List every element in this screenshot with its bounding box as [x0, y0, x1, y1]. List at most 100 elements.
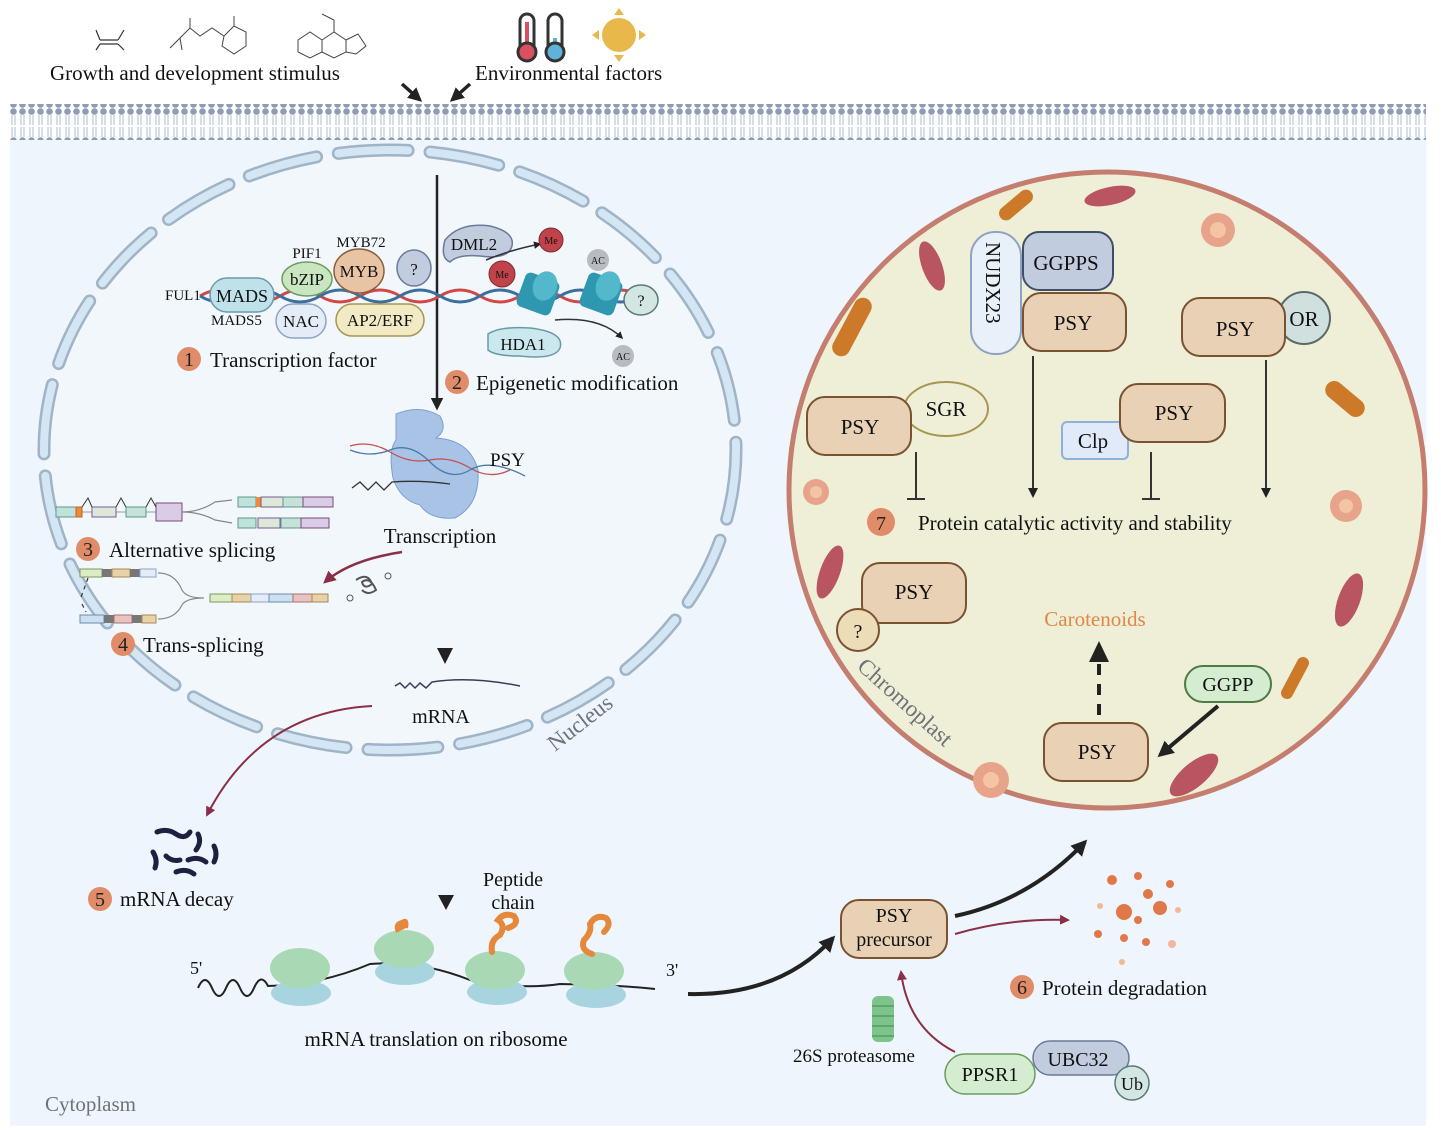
psy-precursor-box: [840, 899, 948, 959]
gibberellin-structure-icon: [297, 13, 367, 59]
svg-text:6: 6: [1017, 977, 1027, 999]
carotenoid-crystal-icon: [832, 189, 1365, 700]
ggpp-to-psy-arrow: [1157, 704, 1220, 758]
psy-label: PSY: [1078, 740, 1117, 764]
me-label-released: Me: [544, 236, 558, 247]
plastoglobule-icon: [803, 213, 1362, 798]
proteasome-26s-icon: [872, 996, 894, 1042]
or-label: OR: [1289, 307, 1318, 331]
arrowhead: [438, 895, 454, 910]
unknown-interactor: [836, 608, 880, 652]
svg-text:5: 5: [95, 889, 105, 911]
protein-activity-title: Protein catalytic activity and stability: [918, 511, 1232, 535]
ppsr1-protein: [944, 1053, 1036, 1095]
hda1-label: HDA1: [500, 335, 545, 354]
ppsr1-label: PPSR1: [962, 1064, 1019, 1086]
nudx23-label: NUDX23: [981, 242, 1005, 324]
precursor-to-chromoplast-arrow: [954, 839, 1088, 918]
three-prime-label: 3': [666, 960, 678, 980]
step-badge-3: 3: [76, 537, 100, 561]
acetyl-group: [587, 249, 609, 271]
thermometer-hot-icon: [516, 12, 538, 63]
trans-splicing-title: Trans-splicing: [143, 633, 264, 657]
psy-label: PSY: [895, 580, 934, 604]
mrna-decay-title: mRNA decay: [120, 887, 234, 911]
psy-protein-or: [1181, 297, 1286, 357]
unknown-epigenetic-label: ?: [637, 293, 644, 310]
acetyl-group-released: [612, 345, 634, 367]
arrowhead: [1089, 641, 1109, 662]
mads5-label: MADS5: [211, 313, 262, 329]
sun-icon: [592, 8, 646, 62]
psy-protein-nudx23: [1022, 292, 1127, 352]
translation-label: mRNA translation on ribosome: [304, 1027, 567, 1051]
epigenetic-title: Epigenetic modification: [476, 371, 679, 395]
protein-degradation-title: Protein degradation: [1042, 976, 1208, 1000]
mrna-decay-arrow: [206, 705, 373, 817]
psy-label: PSY: [841, 415, 880, 439]
clp-label: Clp: [1078, 429, 1108, 453]
degraded-mrna-icon: [150, 827, 219, 877]
ribosome-3: [465, 911, 527, 1005]
stimulus-arrow: [400, 82, 423, 102]
mrna-label: mRNA: [412, 706, 470, 728]
environment-arrow: [449, 82, 472, 102]
ubiquitin: [1114, 1065, 1150, 1101]
ggpps-protein: [1022, 231, 1114, 291]
ubc32-label: UBC32: [1047, 1049, 1108, 1071]
rna-polymerase-icon: [349, 409, 526, 519]
deacetylation-arrow: [554, 318, 624, 340]
myb72-label: MYB72: [336, 235, 385, 251]
ggpp-substrate: [1184, 665, 1272, 703]
step-badge-5: 5: [88, 887, 112, 911]
methyl-group-released: [538, 227, 564, 253]
abscisic-acid-structure-icon: [169, 16, 247, 55]
ap2erf-protein: [335, 303, 425, 337]
ap2erf-label: AP2/ERF: [347, 311, 413, 330]
clp-protein: [1061, 421, 1129, 460]
sgr-label: SGR: [926, 397, 967, 421]
transcription-label: Transcription: [384, 524, 497, 548]
nac-protein: [275, 303, 327, 339]
nudx23-protein: [970, 231, 1022, 355]
psy-gene-label: PSY: [490, 450, 525, 471]
svg-text:7: 7: [876, 513, 886, 535]
step-badge-2: 2: [445, 370, 469, 394]
me-label: Me: [495, 270, 509, 281]
peptide-chain-label-1: Peptide: [483, 869, 543, 891]
psy-protein-sgr: [806, 396, 912, 456]
dml2-label: DML2: [451, 235, 497, 254]
psy-enzyme: [1043, 722, 1149, 782]
mads-protein: [209, 277, 275, 313]
mrna-translated-strand: [197, 962, 656, 997]
svg-text:4: 4: [118, 634, 128, 656]
plasma-membrane: [10, 104, 1426, 140]
nucleosome-1: [516, 271, 560, 316]
psy-label: PSY: [1155, 401, 1194, 425]
psy-precursor-label-2: precursor: [856, 929, 932, 951]
mads-label: MADS: [216, 286, 268, 306]
ubiquitination-arrow: [897, 970, 956, 1053]
ggpp-label: GGPP: [1202, 674, 1253, 696]
ribosome-2: [374, 918, 435, 985]
methyl-group: [488, 260, 516, 288]
psy-precursor-label-1: PSY: [876, 905, 913, 927]
ac-label-released: AC: [616, 352, 630, 363]
myb-label: MYB: [340, 262, 379, 281]
cytoplasm-label: Cytoplasm: [45, 1092, 136, 1116]
svg-text:2: 2: [452, 372, 462, 394]
protein-fragments-icon: [1094, 872, 1181, 965]
carotenoids-label: Carotenoids: [1044, 607, 1145, 631]
svg-text:3: 3: [83, 539, 93, 561]
unknown-epigenetic-protein: [623, 284, 659, 316]
unknown-interactor-label: ?: [854, 621, 863, 643]
ub-label: Ub: [1121, 1074, 1143, 1094]
nucleosome-2: [579, 271, 623, 316]
ribosome-4: [564, 913, 626, 1008]
step-badge-1: 1: [177, 347, 201, 371]
pif1-label: PIF1: [292, 246, 321, 262]
precursor-to-degradation-arrow: [954, 914, 1070, 935]
hda1-protein: [487, 326, 562, 358]
trans-splicing-diagram: [79, 568, 329, 624]
